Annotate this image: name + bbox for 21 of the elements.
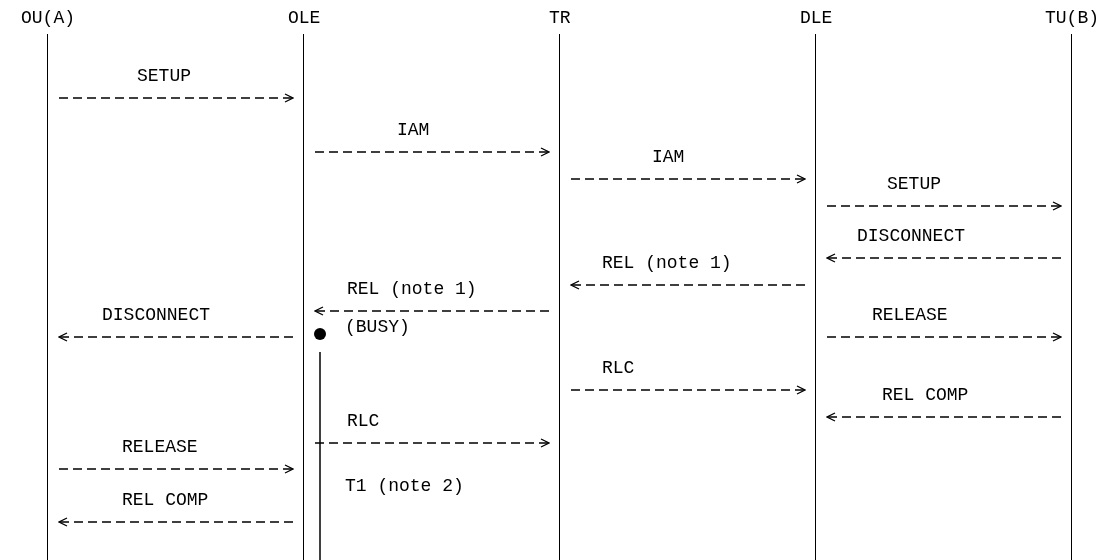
participant-label: OU(A) <box>21 8 75 28</box>
message-arrow <box>58 93 294 103</box>
message-arrow <box>570 174 806 184</box>
participant-label: DLE <box>800 8 833 28</box>
message-arrow <box>314 438 550 448</box>
message-arrow <box>58 332 294 342</box>
participant-label: TU(B) <box>1045 8 1099 28</box>
message-arrow <box>314 306 550 316</box>
message-arrow <box>826 412 1062 422</box>
message-arrow <box>314 147 550 157</box>
message-arrow <box>826 201 1062 211</box>
message-arrow <box>826 332 1062 342</box>
message-arrow <box>570 385 806 395</box>
message-arrow <box>58 464 294 474</box>
message-arrow <box>58 517 294 527</box>
participant-label: TR <box>549 8 571 28</box>
message-arrow <box>570 280 806 290</box>
participant-label: OLE <box>288 8 321 28</box>
note-text: T1 (note 2) <box>345 476 464 496</box>
note-text: (BUSY) <box>345 317 410 337</box>
message-arrow <box>826 253 1062 263</box>
